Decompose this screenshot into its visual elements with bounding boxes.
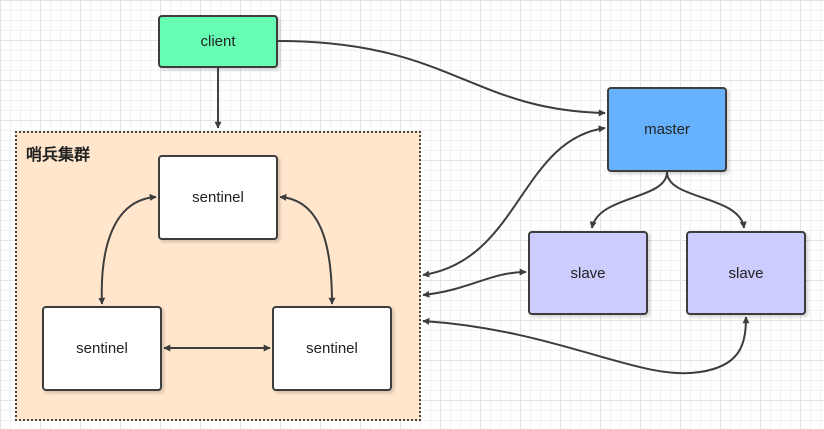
edge-master-to-slave-1 xyxy=(589,171,668,229)
sentinel-node-right-label: sentinel xyxy=(306,340,358,357)
slave-node-2[interactable]: slave xyxy=(686,231,806,315)
slave-node-1[interactable]: slave xyxy=(528,231,648,315)
edge-cluster-slave-2 xyxy=(422,316,750,375)
sentinel-node-right[interactable]: sentinel xyxy=(272,306,392,391)
sentinel-node-top[interactable]: sentinel xyxy=(158,155,278,240)
sentinel-node-left[interactable]: sentinel xyxy=(42,306,162,391)
master-node-label: master xyxy=(644,121,690,138)
edge-master-to-slave-2 xyxy=(666,171,747,229)
client-node-label: client xyxy=(200,33,236,50)
cluster-label: 哨兵集群 xyxy=(26,145,91,164)
client-node[interactable]: client xyxy=(158,15,278,68)
slave-node-2-label: slave xyxy=(728,264,764,282)
edge-cluster-slave-1 xyxy=(422,268,527,298)
slave-node-1-label: slave xyxy=(570,264,606,282)
edge-client-to-master xyxy=(277,40,606,117)
master-node[interactable]: master xyxy=(607,87,727,172)
sentinel-node-top-label: sentinel xyxy=(192,189,244,206)
sentinel-node-left-label: sentinel xyxy=(76,340,128,357)
